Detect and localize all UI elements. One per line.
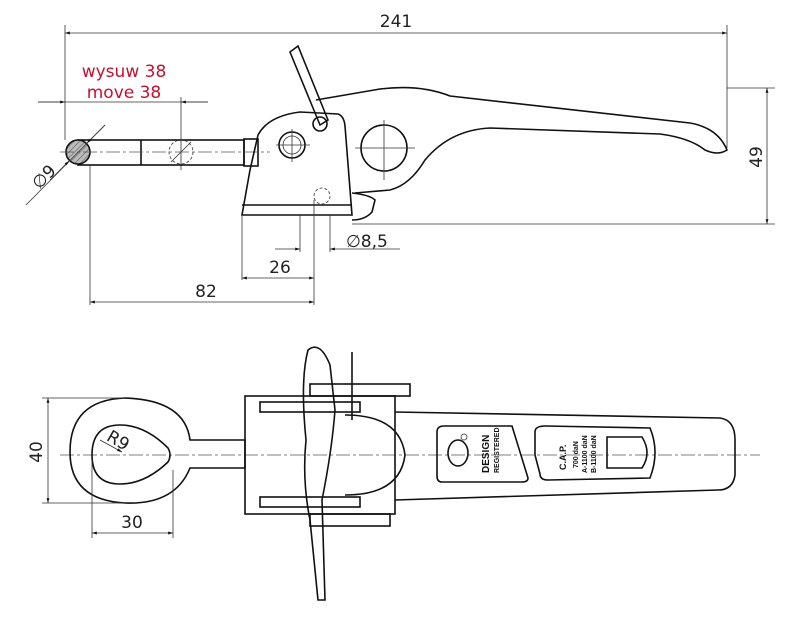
rating-700: 700 daN	[573, 441, 580, 468]
top-view: R9 40 30 DESIGN REGISTERED C.A.P. 700	[27, 346, 760, 601]
clamp-handle	[315, 86, 728, 194]
side-view: 241 wysuw 38 move 38 ∅9	[25, 12, 775, 305]
design-registered-badge	[436, 425, 529, 483]
stroke-label-en: move 38	[87, 83, 162, 103]
dimension-30: 30	[121, 513, 143, 533]
stroke-label-pl: wysuw 38	[82, 62, 167, 82]
rating-b: B-1100 daN	[591, 435, 598, 473]
plunger-rod	[77, 139, 245, 166]
registered-text: REGISTERED	[494, 427, 501, 473]
hole-diameter: ∅8,5	[346, 232, 388, 252]
locking-pin	[289, 44, 329, 127]
clamp-base	[241, 111, 353, 216]
dimension-49: 49	[747, 146, 767, 168]
wire-pin	[302, 346, 336, 601]
dimension-241: 241	[380, 12, 412, 32]
dimension-82: 82	[195, 282, 217, 302]
dimension-40: 40	[27, 441, 47, 463]
rod-diameter: ∅9	[28, 161, 60, 193]
rating-a: A-1100 daN	[582, 435, 589, 473]
spp-logo	[447, 439, 469, 467]
design-text: DESIGN	[481, 435, 492, 473]
eye-bolt	[69, 397, 246, 504]
capacity-badge	[534, 425, 656, 481]
cap-brand: C.A.P.	[558, 445, 568, 470]
eye-radius: R9	[103, 427, 133, 456]
dimension-26: 26	[269, 258, 291, 278]
handle-top	[394, 411, 736, 501]
